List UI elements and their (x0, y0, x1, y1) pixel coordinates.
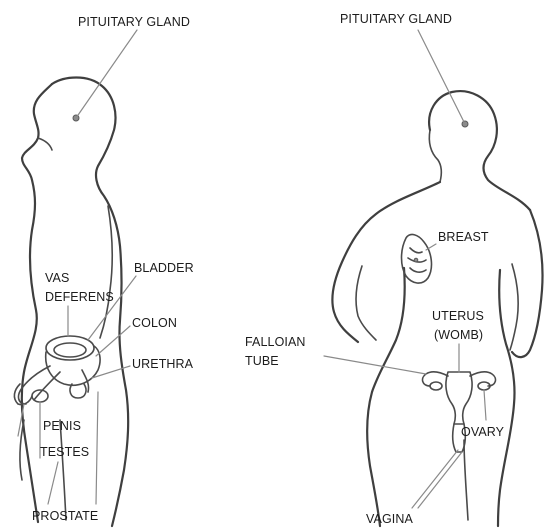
female-right-hip-outline (498, 270, 515, 526)
male-vas-deferens-label-line1: VAS (45, 271, 69, 285)
female-pituitary-leader (418, 30, 465, 124)
male-vas-deferens-label-line2: DEFERENS (45, 290, 114, 304)
male-vas-deferens-shape-2 (34, 372, 60, 400)
female-breast-label: BREAST (438, 230, 489, 244)
male-prostate-leader-2 (96, 392, 98, 504)
female-left-hip-outline (367, 268, 405, 526)
male-pituitary-leader (76, 30, 137, 118)
female-left-arm-inner (356, 266, 376, 340)
male-pituitary-gland-label: PITUITARY GLAND (78, 15, 190, 29)
male-organs (14, 336, 100, 405)
female-breast-detail-dot (414, 258, 418, 262)
male-leg-inner-outline (60, 420, 66, 520)
male-bladder-inner (54, 343, 86, 357)
male-arm-outline (100, 206, 112, 338)
male-testes-label: TESTES (40, 445, 89, 459)
female-breast-detail-1 (410, 248, 422, 253)
female-right-arm-inner (510, 264, 518, 350)
male-prostate-leader-1 (48, 462, 58, 504)
male-prostate-label: PROSTATE (32, 509, 98, 523)
female-vagina-label: VAGINA (366, 512, 413, 526)
male-chin-line (38, 138, 52, 150)
male-urethra-label: URETHRA (132, 357, 194, 371)
female-ovary-leader (484, 390, 486, 420)
female-leg-inner (464, 440, 468, 520)
female-uterus-label-line2: (WOMB) (434, 328, 483, 342)
male-bladder-leader (88, 276, 136, 340)
female-left-ovary (430, 382, 442, 390)
female-falloian-tube-label-line1: FALLOIAN (245, 335, 306, 349)
female-falloian-tube-label-line2: TUBE (245, 354, 279, 368)
female-right-falloian-tube (470, 372, 495, 386)
male-colon-label: COLON (132, 316, 177, 330)
male-colon-leader (96, 326, 130, 356)
female-vagina-leader-2 (418, 452, 462, 508)
female-head-outline (429, 91, 530, 210)
female-reproductive-organs (423, 372, 496, 452)
female-ovary-label: OVARY (461, 425, 505, 439)
female-uterus-label-line1: UTERUS (432, 309, 484, 323)
female-figure: PITUITARY GLAND BREAST UTERUS (WOMB) FAL… (245, 12, 543, 526)
female-falloian-tube-leader (324, 356, 426, 374)
male-penis-label: PENIS (43, 419, 81, 433)
female-vagina-leader-1 (412, 450, 458, 508)
female-breast-detail-3 (410, 268, 426, 272)
female-breast-shape (402, 235, 432, 284)
male-labels: PITUITARY GLAND BLADDER VAS DEFERENS COL… (32, 15, 194, 523)
female-uterus-shape (446, 372, 472, 424)
female-pituitary-gland-label: PITUITARY GLAND (340, 12, 452, 26)
male-bladder-label: BLADDER (134, 261, 194, 275)
female-labels: PITUITARY GLAND BREAST UTERUS (WOMB) FAL… (245, 12, 505, 526)
male-prostate-shape (70, 384, 86, 398)
male-figure: PITUITARY GLAND BLADDER VAS DEFERENS COL… (14, 15, 193, 526)
female-face-outline (429, 130, 441, 182)
